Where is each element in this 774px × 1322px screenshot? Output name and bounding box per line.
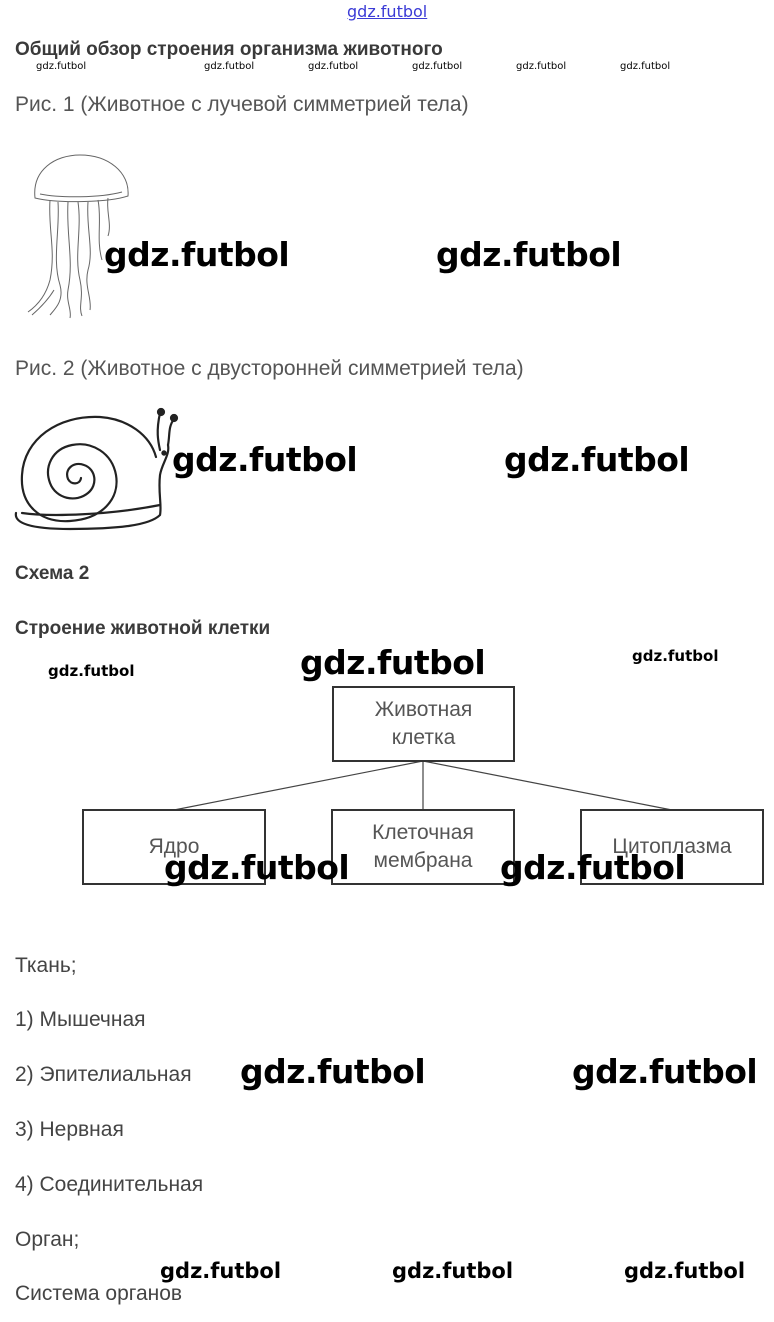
- scheme-title: Строение животной клетки: [15, 618, 271, 639]
- watermark-large: gdz.futbol: [436, 235, 622, 274]
- organ-label: Орган;: [15, 1228, 80, 1251]
- watermark-small: gdz.futbol: [516, 61, 567, 72]
- watermark-large: gdz.futbol: [104, 235, 290, 274]
- watermark-large: gdz.futbol: [300, 643, 486, 682]
- watermark-small: gdz.futbol: [204, 61, 255, 72]
- watermark-large: gdz.futbol: [240, 1052, 426, 1091]
- watermark-medium: gdz.futbol: [624, 1259, 746, 1283]
- watermark-medium: gdz.futbol: [632, 647, 719, 665]
- list-item: 1) Мышечная: [15, 1008, 146, 1031]
- scheme-label: Схема 2: [15, 563, 90, 584]
- list-item: 4) Соединительная: [15, 1173, 204, 1196]
- watermark-top[interactable]: gdz.futbol: [347, 2, 428, 21]
- watermark-large: gdz.futbol: [572, 1052, 758, 1091]
- organ-system-label: Система органов: [15, 1282, 183, 1305]
- watermark-small: gdz.futbol: [412, 61, 463, 72]
- diagram-node-cell-membrane: Клеточная мембрана: [331, 809, 515, 885]
- figure-1-caption: Рис. 1 (Животное с лучевой симметрией те…: [15, 93, 469, 116]
- watermark-large: gdz.futbol: [164, 848, 350, 887]
- diagram-node-cytoplasm: Цитоплазма: [580, 809, 764, 885]
- node-label: мембрана: [373, 849, 473, 872]
- watermark-medium: gdz.futbol: [392, 1259, 514, 1283]
- watermark-large: gdz.futbol: [504, 440, 690, 479]
- list-item: 3) Нервная: [15, 1118, 124, 1141]
- watermark-large: gdz.futbol: [500, 848, 686, 887]
- watermark-large: gdz.futbol: [172, 440, 358, 479]
- watermark-small: gdz.futbol: [308, 61, 359, 72]
- diagram-node-animal-cell: Животная клетка: [332, 686, 515, 762]
- list-item: 2) Эпителиальная: [15, 1063, 192, 1086]
- node-label: Цитоплазма: [612, 835, 732, 858]
- figure-2-caption: Рис. 2 (Животное с двусторонней симметри…: [15, 357, 524, 380]
- jellyfish-icon: [27, 154, 129, 319]
- watermark-medium: gdz.futbol: [160, 1259, 282, 1283]
- tissue-heading: Ткань;: [15, 954, 77, 977]
- node-label: Животная: [374, 698, 473, 721]
- node-label: клетка: [391, 726, 456, 749]
- snail-icon: [14, 407, 179, 531]
- diagram-node-nucleus: Ядро: [82, 809, 266, 885]
- node-label: Клеточная: [372, 821, 474, 844]
- watermark-small: gdz.futbol: [620, 61, 671, 72]
- watermark-medium: gdz.futbol: [48, 662, 135, 680]
- page-title: Общий обзор строения организма животного: [15, 39, 443, 60]
- watermark-small: gdz.futbol: [36, 61, 87, 72]
- node-label: Ядро: [148, 835, 200, 858]
